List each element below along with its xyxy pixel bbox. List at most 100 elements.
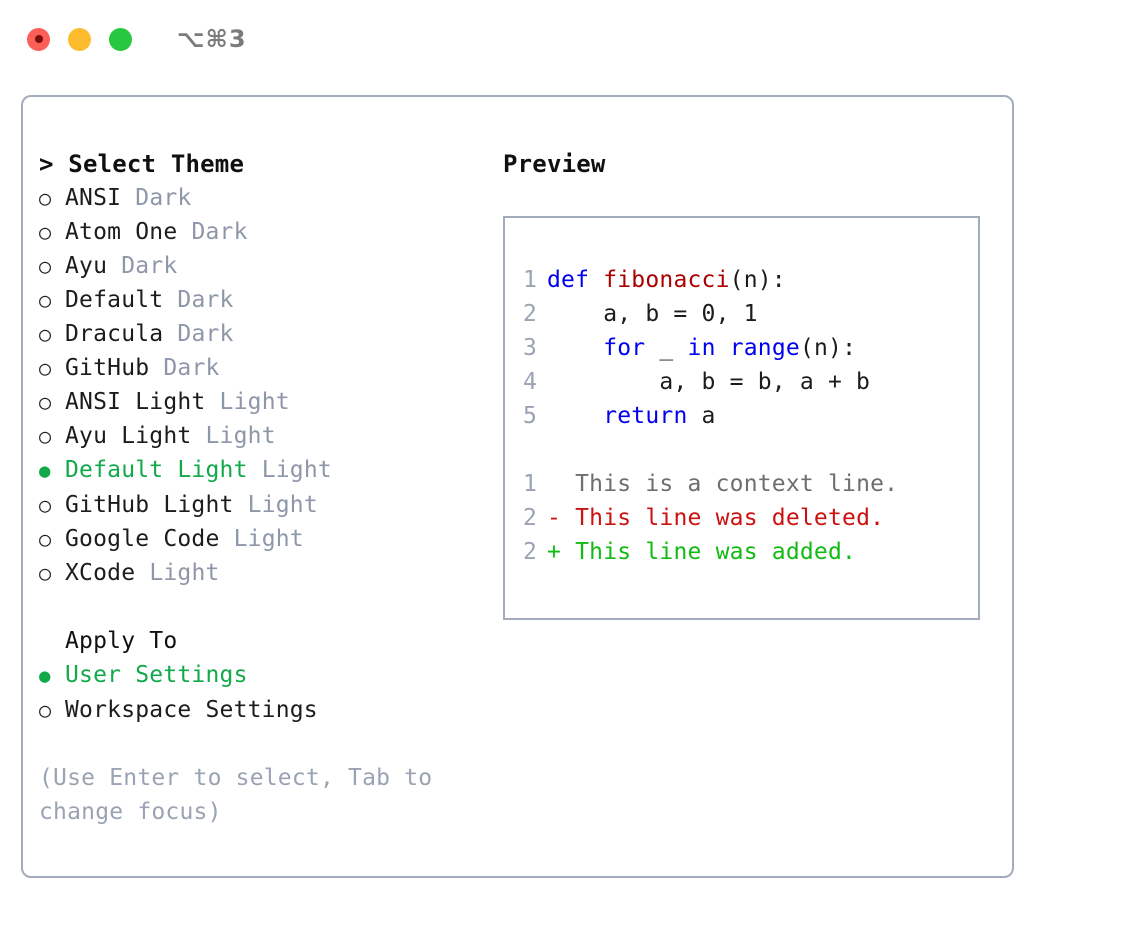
diff-line-text: This line was added. [575,539,857,565]
apply-to-option[interactable]: ○ Workspace Settings [39,693,493,727]
theme-row[interactable]: ○Dracula Dark [39,317,493,351]
theme-kind-badge: Dark [135,185,192,211]
diff-marker-gap [561,467,575,501]
code-line-text: a, b = b, a + b [547,365,870,399]
theme-kind-badge: Light [233,526,304,552]
apply-to-list[interactable]: ● User Settings ○ Workspace Settings [39,658,493,727]
code-token [547,403,603,429]
diff-line: 2+ This line was added. [505,535,978,569]
theme-row[interactable]: ○GitHub Dark [39,351,493,385]
name-kind-separator [177,215,191,249]
radio-unselected-icon: ○ [39,356,52,380]
radio-selected-icon: ● [39,460,51,482]
keyboard-shortcut-label: ⌥⌘3 [177,25,247,53]
theme-name: Google Code [65,526,220,552]
theme-name: Ayu [65,253,108,279]
theme-list[interactable]: ○ANSI Dark○Atom One Dark○Ayu Dark○Defaul… [39,181,493,590]
theme-name: Atom One [65,219,178,245]
radio-unselected-icon: ○ [39,288,52,312]
theme-row[interactable]: ○XCode Light [39,556,493,590]
diff-preview: 1 This is a context line.2- This line wa… [505,467,978,569]
radio-unselected-icon: ○ [39,561,52,585]
code-line-text: a, b = 0, 1 [547,297,758,331]
theme-name: Ayu Light [65,423,192,449]
theme-name: ANSI Light [65,389,206,415]
radio-unselected-icon: ○ [39,186,52,210]
minimize-button-icon[interactable] [68,27,91,51]
traffic-light-group [27,27,132,51]
apply-to-option[interactable]: ● User Settings [39,658,493,693]
code-token: range [729,335,800,361]
code-token: (n): [729,267,786,293]
diff-marker: - [547,505,562,531]
maximize-button-icon[interactable] [109,27,132,51]
code-token: fibonacci [603,267,730,293]
code-line: 2 a, b = 0, 1 [505,297,978,331]
code-line: 3 for _ in range(n): [505,331,978,365]
theme-row[interactable]: ○ Ayu Dark [39,249,493,283]
radio-unselected-icon: ○ [39,390,52,414]
theme-row[interactable]: ○Ayu Light Light [39,419,493,453]
theme-kind-badge: Dark [121,253,178,279]
apply-to-label: Workspace Settings [65,697,318,723]
theme-row[interactable]: ○Google Code Light [39,522,493,556]
theme-row[interactable]: ○ANSI Dark [39,181,493,215]
theme-name: Dracula [65,321,164,347]
name-kind-separator [149,351,163,385]
diff-line-text: This is a context line. [575,471,899,497]
code-token: (n): [799,335,857,361]
line-number: 2 [522,301,537,327]
radio-unselected-icon: ○ [39,698,52,722]
theme-row[interactable]: ○ANSI Light Light [39,385,493,419]
theme-kind-badge: Dark [177,287,234,313]
theme-name: Default [65,287,164,313]
code-line: 5 return a [505,399,978,433]
code-token: a, b = 0, 1 [547,301,758,327]
name-kind-separator [191,419,205,453]
preview-gap [505,433,978,467]
theme-row[interactable]: ○GitHub Light Light [39,488,493,522]
main-panel: > Select Theme ○ANSI Dark○Atom One Dark○… [21,95,1014,878]
diff-marker-gap [561,535,575,569]
radio-selected-icon: ● [39,665,51,687]
theme-row[interactable]: ○ Atom One Dark [39,215,493,249]
diff-marker [547,467,561,501]
name-kind-separator [248,453,262,487]
preview-title: Preview [503,150,606,178]
close-button-icon[interactable] [27,27,50,51]
select-theme-header: > Select Theme [39,150,245,178]
code-token: in [687,335,716,361]
name-kind-separator [234,488,248,522]
code-token [716,335,730,361]
apply-to-label: User Settings [65,662,248,688]
diff-line-text: This line was deleted. [575,505,885,531]
title-bar: ⌥⌘3 [0,0,1140,78]
record-dot-icon [34,35,43,43]
theme-row[interactable]: ○ Default Dark [39,283,493,317]
theme-name: GitHub Light [65,492,234,518]
name-kind-separator [220,522,234,556]
theme-kind-badge: Light [261,457,332,483]
code-line-text: for _ in range(n): [547,331,856,365]
line-number: 3 [522,335,537,361]
code-token: _ [645,335,688,361]
keyboard-hint-text: (Use Enter to select, Tab to change focu… [39,765,433,825]
theme-kind-badge: Dark [191,219,248,245]
name-kind-separator [163,283,177,317]
code-token: a, b = b, a + b [547,369,871,395]
theme-row[interactable]: ●Default Light Light [39,453,493,488]
line-number: 4 [522,369,537,395]
apply-to-header: Apply To [65,628,178,654]
radio-unselected-icon: ○ [39,493,52,517]
line-number: 5 [522,403,537,429]
code-token: for [603,335,646,361]
code-token: def [547,267,604,293]
radio-unselected-icon: ○ [39,220,52,244]
radio-unselected-icon: ○ [39,254,52,278]
name-kind-separator [163,317,177,351]
